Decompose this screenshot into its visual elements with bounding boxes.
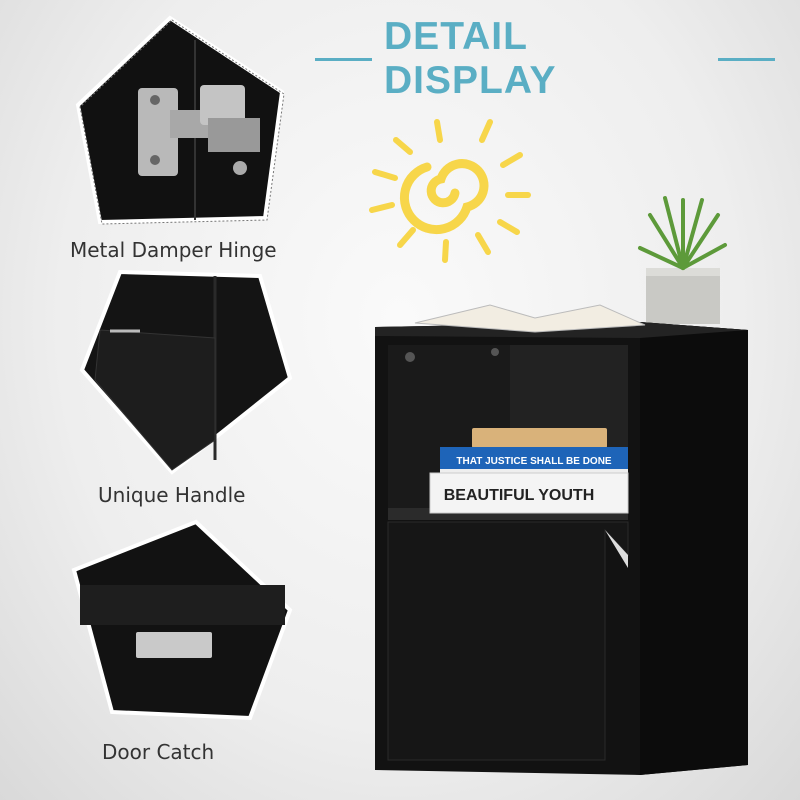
- heading-text: DETAIL DISPLAY: [384, 15, 557, 102]
- heading-rule-left: [315, 57, 373, 61]
- hinge-detail-image: [75, 15, 285, 225]
- door-catch-label: Door Catch: [102, 740, 215, 764]
- open-book: [414, 304, 646, 333]
- hinge-label: Metal Damper Hinge: [70, 238, 277, 262]
- white-book-spine-text: BEAUTIFUL YOUTH: [444, 487, 595, 504]
- handle-label: Unique Handle: [98, 483, 246, 507]
- potted-plant: [638, 196, 727, 324]
- white-book: [429, 472, 629, 514]
- door-catch-detail-image: [71, 519, 293, 721]
- detail-display-heading: DETAIL DISPLAY: [315, 15, 775, 102]
- cabinet: [375, 322, 748, 775]
- heading-rule-right: [717, 57, 775, 61]
- handle-detail-image: [79, 269, 293, 475]
- sun-icon: [369, 119, 531, 263]
- wooden-tray: [472, 428, 607, 448]
- blue-book: [440, 447, 628, 473]
- blue-book-spine-text: THAT JUSTICE SHALL BE DONE: [456, 456, 612, 467]
